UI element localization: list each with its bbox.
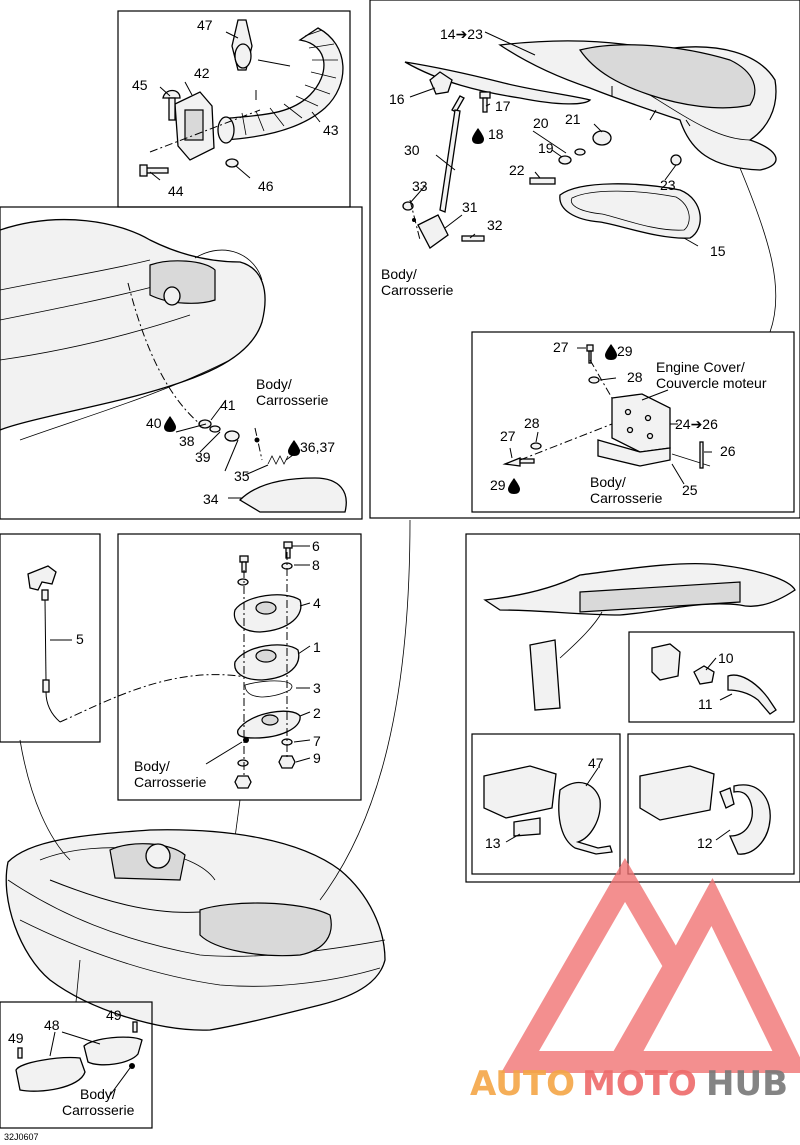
callout-41: 41 [220,397,236,413]
callout-32: 32 [487,217,503,233]
callout-12: 12 [697,835,713,851]
hose-assembly [139,19,344,181]
callout-8: 8 [312,557,320,573]
callout-20: 20 [533,115,549,131]
engine-cover-label-line2: Couvercle moteur [656,375,767,391]
body-label-1-line1: Body/ [381,266,417,282]
seat-scene [0,206,363,520]
watermark-hub: HUB [706,1064,788,1104]
callout-1: 1 [313,639,321,655]
callout-18: 18 [488,126,504,142]
callout-25: 25 [682,482,698,498]
clip-subbox-12 [627,733,795,875]
callout-labels: 47 45 42 43 44 46 14➔23 16 17 18 30 20 2… [8,17,736,1046]
callout-45: 45 [132,77,148,93]
body-label-3-line1: Body/ [590,474,626,490]
body-label-5-line2: Carrosserie [62,1102,135,1118]
callout-2: 2 [313,705,321,721]
callout-46: 46 [258,178,274,194]
watermark-auto: AUTO [470,1064,575,1104]
body-label-4-line1: Body/ [134,758,170,774]
callout-28-top: 28 [627,369,643,385]
callout-31: 31 [462,199,478,215]
callout-44: 44 [168,183,184,199]
engine-cover-assembly [402,31,777,333]
engine-cover-label-line1: Engine Cover/ [656,359,745,375]
dipstick-box [0,533,101,743]
callout-42: 42 [194,65,210,81]
watermark: AUTO MOTO HUB [470,858,800,1104]
callout-19: 19 [538,140,554,156]
callout-10: 10 [718,650,734,666]
watermark-logo-icon [500,858,800,1073]
watermark-moto: MOTO [582,1064,697,1104]
callout-4: 4 [313,595,321,611]
clip-subbox-10-11 [628,631,795,723]
callout-24-26: 24➔26 [675,416,718,432]
cap-mount-box [117,533,362,801]
annotations: Body/ Carrosserie Body/ Carrosserie Engi… [4,266,767,1142]
cover-clip-assembly [471,563,796,875]
hinge-subbox [471,331,795,513]
callout-47-bottom: 47 [588,755,604,771]
callout-3: 3 [313,680,321,696]
boat-overview [5,519,411,1031]
clip-subbox-13-47 [471,733,621,875]
callout-43: 43 [323,122,339,138]
callout-14-23: 14➔23 [440,26,483,42]
callout-15: 15 [710,243,726,259]
callout-6: 6 [312,538,320,554]
adhesive-drop-icon [472,128,484,144]
body-label-5-line1: Body/ [80,1086,116,1102]
callout-22: 22 [509,162,525,178]
callout-33: 33 [412,178,428,194]
adhesive-drop-icon [288,440,300,456]
adhesive-markers [164,128,617,494]
callout-23: 23 [660,177,676,193]
adhesive-drop-icon [164,416,176,432]
callout-26: 26 [720,443,736,459]
hinge-assembly [502,344,712,485]
body-label-2-line2: Carrosserie [256,392,329,408]
callout-21: 21 [565,111,581,127]
callout-30: 30 [404,142,420,158]
callout-27-top: 27 [553,339,569,355]
callout-17: 17 [495,98,511,114]
body-label-2-line1: Body/ [256,376,292,392]
seat-scene-frame [0,206,363,520]
storage-bins [15,959,143,1099]
callout-35: 35 [234,468,250,484]
dipstick [27,565,261,723]
callout-16: 16 [389,91,405,107]
callout-5: 5 [76,631,84,647]
engine-cover-box [369,0,800,519]
callout-13: 13 [485,835,501,851]
callout-29-top: 29 [617,343,633,359]
callout-48: 48 [44,1017,60,1033]
callout-29-bottom: 29 [490,477,506,493]
callout-9: 9 [313,750,321,766]
callout-27-bottom: 27 [500,428,516,444]
diagram-code: 32J0607 [4,1132,39,1142]
callout-49-left: 49 [8,1030,24,1046]
adhesive-drop-icon [605,344,617,360]
callout-28-bottom: 28 [524,415,540,431]
callout-49-right: 49 [106,1007,122,1023]
cap-mount-assembly [205,541,311,861]
callout-11: 11 [698,696,713,712]
callout-36-37: 36,37 [300,439,335,455]
callout-39: 39 [195,449,211,465]
callout-38: 38 [179,433,195,449]
callout-34: 34 [203,491,219,507]
adhesive-drop-icon [508,478,520,494]
callout-47-top: 47 [197,17,213,33]
callout-40: 40 [146,415,162,431]
body-label-1-line2: Carrosserie [381,282,454,298]
body-label-4-line2: Carrosserie [134,774,207,790]
callout-7: 7 [313,733,321,749]
body-label-3-line2: Carrosserie [590,490,663,506]
